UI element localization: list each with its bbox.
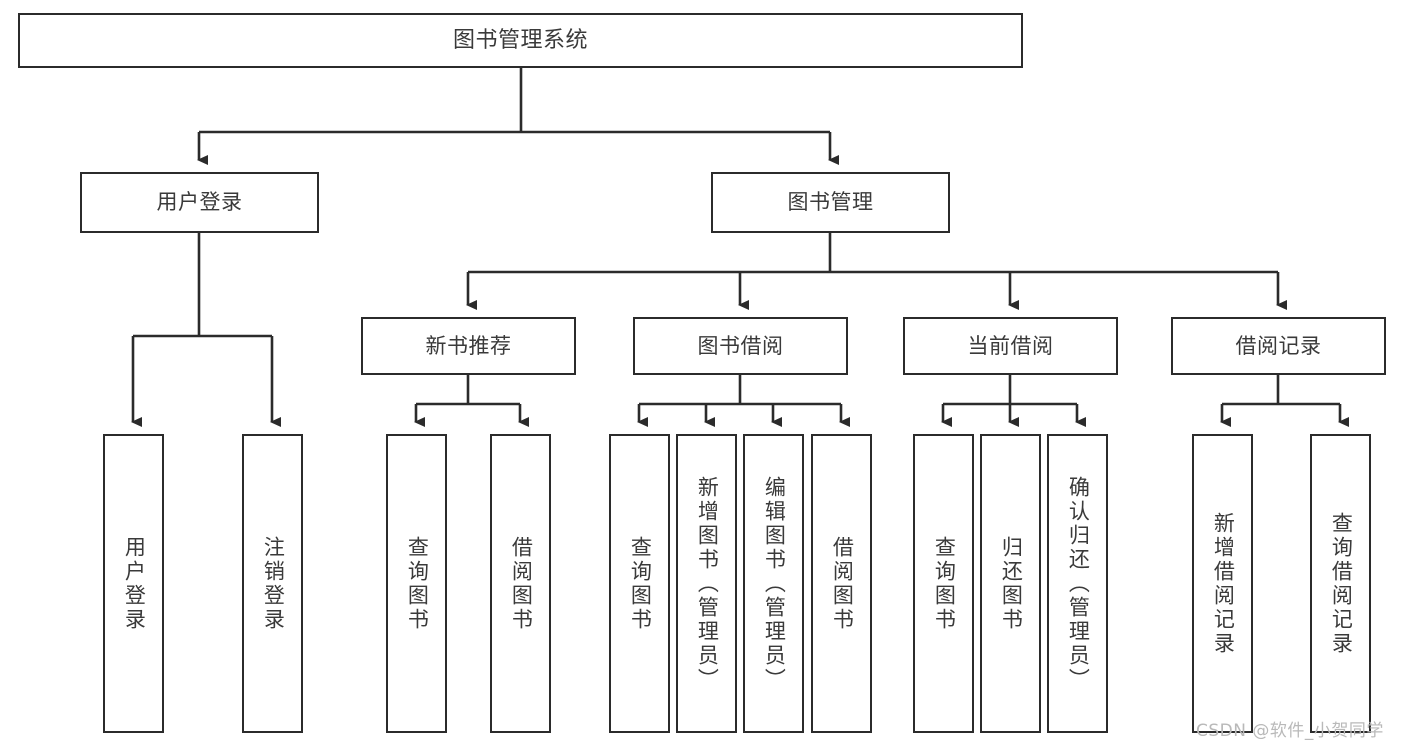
node-borrow-record[interactable]: 借阅记录	[1171, 317, 1386, 375]
node-leaf-user-login-label: 用户登录	[122, 535, 147, 632]
node-book-borrow-label: 图书借阅	[697, 333, 784, 358]
csdn-watermark: CSDN @软件_小贺同学	[1196, 721, 1384, 741]
node-leaf-query-book-2[interactable]: 查询图书	[609, 434, 670, 733]
node-leaf-add-book-label: 新增图书（管理员）	[695, 475, 720, 692]
node-leaf-borrow-book-2[interactable]: 借阅图书	[811, 434, 872, 733]
node-user-login-label: 用户登录	[156, 190, 243, 215]
node-leaf-return-book[interactable]: 归还图书	[980, 434, 1041, 733]
node-root-label: 图书管理系统	[452, 27, 588, 53]
node-leaf-edit-book[interactable]: 编辑图书（管理员）	[743, 434, 804, 733]
node-leaf-confirm-return[interactable]: 确认归还（管理员）	[1047, 434, 1108, 733]
node-borrow-record-label: 借阅记录	[1235, 333, 1322, 358]
node-leaf-borrow-book-1-label: 借阅图书	[509, 535, 534, 632]
node-root[interactable]: 图书管理系统	[18, 13, 1023, 68]
node-new-book-recommend[interactable]: 新书推荐	[361, 317, 576, 375]
node-new-book-recommend-label: 新书推荐	[425, 333, 512, 358]
node-leaf-query-book-1-label: 查询图书	[405, 535, 430, 632]
node-user-login[interactable]: 用户登录	[80, 172, 319, 233]
node-leaf-logout-login-label: 注销登录	[261, 535, 286, 632]
node-leaf-borrow-book-1[interactable]: 借阅图书	[490, 434, 551, 733]
node-leaf-query-record[interactable]: 查询借阅记录	[1310, 434, 1371, 733]
node-leaf-edit-book-label: 编辑图书（管理员）	[762, 475, 787, 692]
node-leaf-add-book[interactable]: 新增图书（管理员）	[676, 434, 737, 733]
node-leaf-add-record[interactable]: 新增借阅记录	[1192, 434, 1253, 733]
node-current-borrow-label: 当前借阅	[967, 333, 1054, 358]
node-leaf-query-book-1[interactable]: 查询图书	[386, 434, 447, 733]
node-book-manage[interactable]: 图书管理	[711, 172, 950, 233]
node-leaf-user-login[interactable]: 用户登录	[103, 434, 164, 733]
node-leaf-logout-login[interactable]: 注销登录	[242, 434, 303, 733]
node-leaf-add-record-label: 新增借阅记录	[1211, 511, 1236, 656]
node-leaf-return-book-label: 归还图书	[999, 535, 1024, 632]
node-book-borrow[interactable]: 图书借阅	[633, 317, 848, 375]
node-leaf-query-record-label: 查询借阅记录	[1329, 511, 1354, 656]
node-leaf-query-book-3[interactable]: 查询图书	[913, 434, 974, 733]
node-leaf-borrow-book-2-label: 借阅图书	[830, 535, 855, 632]
node-leaf-confirm-return-label: 确认归还（管理员）	[1066, 475, 1091, 692]
node-book-manage-label: 图书管理	[787, 190, 874, 215]
node-leaf-query-book-3-label: 查询图书	[932, 535, 957, 632]
node-current-borrow[interactable]: 当前借阅	[903, 317, 1118, 375]
node-leaf-query-book-2-label: 查询图书	[628, 535, 653, 632]
